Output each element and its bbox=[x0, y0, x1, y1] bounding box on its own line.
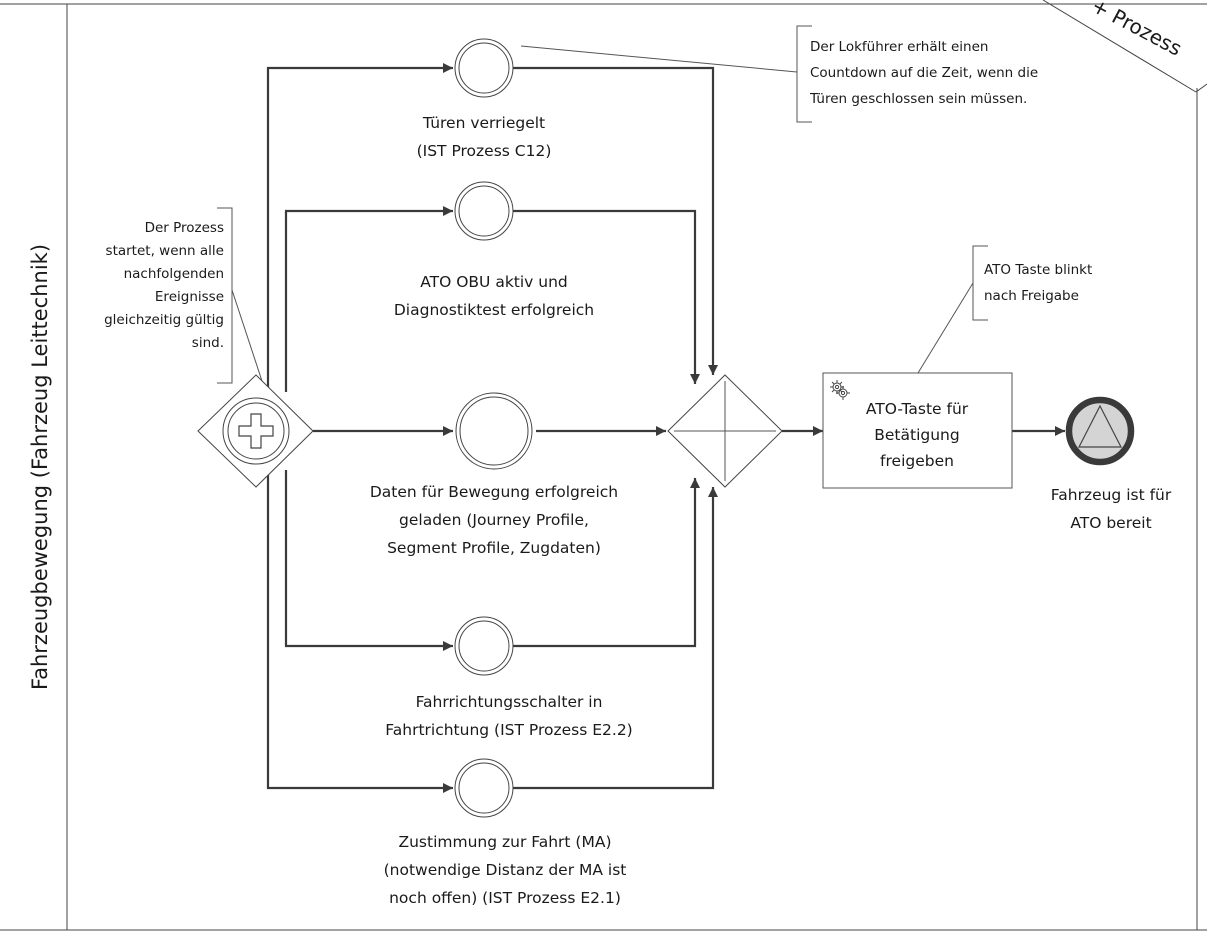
start-annotation-line-3: nachfolgenden bbox=[124, 266, 224, 282]
flow-join-fourth bbox=[513, 478, 700, 648]
gear-icon bbox=[830, 380, 850, 400]
start-annotation: Der Prozess startet, wenn alle nachfolge… bbox=[104, 207, 263, 384]
parallel-gateway-start[interactable] bbox=[197, 374, 314, 488]
corner-tag: + Prozess bbox=[1042, 0, 1207, 93]
end-event-ato-bereit[interactable]: Fahrzeug ist für ATO bereit bbox=[1051, 396, 1172, 532]
start-annotation-line-6: sind. bbox=[192, 335, 224, 351]
start-annotation-line-2: startet, wenn alle bbox=[106, 243, 224, 259]
task-annotation: ATO Taste blinkt nach Freigabe bbox=[917, 245, 1092, 374]
task-annotation-line-2: nach Freigabe bbox=[984, 288, 1079, 304]
task-label-line-3: freigeben bbox=[880, 452, 954, 470]
parallel-gateway-join[interactable] bbox=[667, 374, 783, 488]
task-label-line-2: Betätigung bbox=[874, 426, 959, 444]
corner-tag-text: + Prozess bbox=[1088, 0, 1186, 61]
flow-join-top bbox=[513, 66, 718, 375]
event-5-label-line-3: noch offen) (IST Prozess E2.1) bbox=[389, 889, 621, 907]
plus-icon bbox=[238, 413, 274, 449]
end-event-label-line-1: Fahrzeug ist für bbox=[1051, 486, 1172, 504]
door-annotation: Der Lokführer erhält einen Countdown auf… bbox=[520, 25, 1038, 123]
event-3-label-line-1: Daten für Bewegung erfolgreich bbox=[370, 483, 618, 501]
task-annotation-line-1: ATO Taste blinkt bbox=[984, 262, 1092, 278]
event-fahrrichtungsschalter[interactable]: Fahrrichtungsschalter in Fahrtrichtung (… bbox=[385, 616, 633, 739]
event-daten-geladen[interactable]: Daten für Bewegung erfolgreich geladen (… bbox=[370, 392, 618, 557]
task-label-line-1: ATO-Taste für bbox=[866, 400, 969, 418]
service-task-ato-taste[interactable]: ATO-Taste für Betätigung freigeben bbox=[822, 372, 1013, 489]
event-1-label-line-1: Türen verriegelt bbox=[422, 114, 545, 132]
swimlane: Fahrzeugbewegung (Fahrzeug Leittechnik) bbox=[0, 3, 1207, 931]
flow-split-fourth bbox=[284, 470, 453, 651]
event-zustimmung-fahrt[interactable]: Zustimmung zur Fahrt (MA) (notwendige Di… bbox=[384, 758, 627, 907]
signal-triangle-icon bbox=[1078, 404, 1122, 448]
flow-split-second bbox=[284, 206, 453, 392]
flow-join-bottom bbox=[513, 487, 718, 790]
door-annotation-line-1: Der Lokführer erhält einen bbox=[810, 39, 988, 55]
end-event-label-line-2: ATO bereit bbox=[1070, 514, 1151, 532]
event-5-label-line-1: Zustimmung zur Fahrt (MA) bbox=[398, 833, 611, 851]
sequence-flows bbox=[266, 63, 1065, 793]
start-annotation-line-5: gleichzeitig gültig bbox=[104, 312, 224, 328]
event-3-label-line-2: geladen (Journey Profile, bbox=[399, 511, 589, 529]
start-annotation-line-1: Der Prozess bbox=[145, 220, 224, 236]
event-4-label-line-1: Fahrrichtungsschalter in bbox=[416, 693, 603, 711]
flow-join-second bbox=[513, 209, 700, 384]
lane-label: Fahrzeugbewegung (Fahrzeug Leittechnik) bbox=[28, 244, 52, 690]
event-ato-obu-aktiv[interactable]: ATO OBU aktiv und Diagnostiktest erfolgr… bbox=[394, 181, 594, 319]
event-tueren-verriegelt[interactable]: Türen verriegelt (IST Prozess C12) bbox=[417, 38, 552, 160]
event-4-label-line-2: Fahrtrichtung (IST Prozess E2.2) bbox=[385, 721, 632, 739]
event-3-label-line-3: Segment Profile, Zugdaten) bbox=[387, 539, 601, 557]
flow-split-bottom bbox=[266, 470, 453, 793]
door-annotation-line-2: Countdown auf die Zeit, wenn die bbox=[810, 65, 1038, 81]
event-5-label-line-2: (notwendige Distanz der MA ist bbox=[384, 861, 627, 879]
event-2-label-line-1: ATO OBU aktiv und bbox=[420, 273, 568, 291]
start-annotation-line-4: Ereignisse bbox=[155, 289, 224, 305]
event-1-label-line-2: (IST Prozess C12) bbox=[417, 142, 552, 160]
event-2-label-line-2: Diagnostiktest erfolgreich bbox=[394, 301, 594, 319]
flow-split-top bbox=[266, 63, 453, 392]
door-annotation-line-3: Türen geschlossen sein müssen. bbox=[809, 91, 1027, 107]
